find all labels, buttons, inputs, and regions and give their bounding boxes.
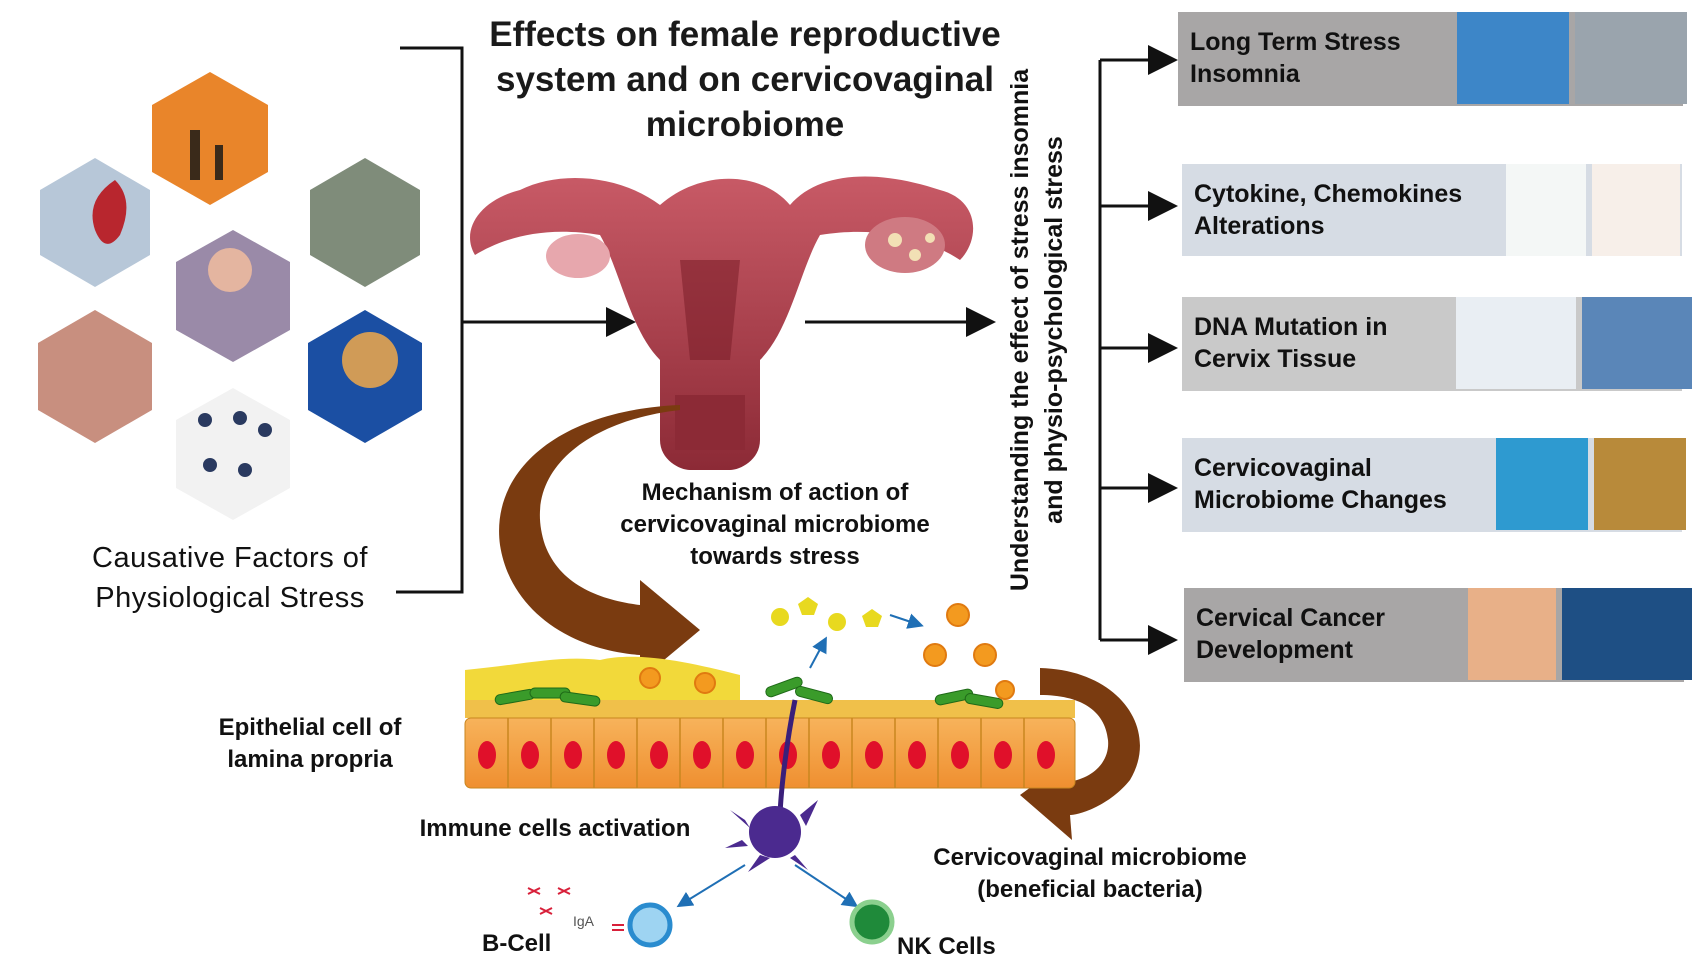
sleepless-woman-image <box>1457 12 1569 104</box>
hex-anxious-people <box>176 388 290 520</box>
hex-flood <box>310 158 420 287</box>
effect-box-cancer: Cervical Cancer Development <box>1184 588 1692 682</box>
signal-arrow-right <box>889 613 924 629</box>
effect-label: Cervicovaginal Microbiome Changes <box>1194 454 1447 514</box>
effect-label: DNA Mutation in Cervix Tissue <box>1194 313 1388 373</box>
signal-molecules <box>771 597 882 631</box>
cytokine-network-image <box>1506 164 1586 256</box>
dna-damage-image <box>1582 297 1692 389</box>
effect-box-microbiome: Cervicovaginal Microbiome Changes <box>1182 438 1686 532</box>
cytokines <box>639 603 1015 700</box>
cervix-anatomy-image <box>1468 588 1556 680</box>
signal-arrow-up <box>809 636 827 669</box>
arrow-to-nkcell <box>794 864 859 908</box>
effect-label: Cervical Cancer Development <box>1196 604 1386 664</box>
stress-factors-collage <box>38 72 422 520</box>
iga-antibodies <box>527 887 624 931</box>
nkcell-label: NK Cells <box>897 933 996 960</box>
bcell-label: B-Cell <box>482 930 552 957</box>
cervical-cancer-image <box>1562 588 1692 680</box>
epithelial-label: Epithelial cell of lamina propria <box>218 714 402 773</box>
bacteria-cluster <box>494 676 1004 709</box>
curved-arrow-mechanism <box>499 405 700 680</box>
bacteria-blue-image <box>1496 438 1588 530</box>
cell-signaling-image <box>1592 164 1680 256</box>
effect-box-cytokine: Cytokine, Chemokines Alterations <box>1182 164 1682 256</box>
arrow-to-bcell <box>676 864 746 908</box>
effect-box-insomnia: Long Term Stress Insomnia <box>1178 12 1687 106</box>
uterus-illustration <box>470 176 974 471</box>
effect-box-dna: DNA Mutation in Cervix Tissue <box>1182 297 1692 391</box>
nk-cell <box>849 899 895 945</box>
mechanism-label: Mechanism of action of cervicovaginal mi… <box>620 479 930 570</box>
hex-skin-condition <box>38 310 152 443</box>
causes-bracket <box>396 46 464 594</box>
hex-stressed-businessman <box>176 230 290 362</box>
curved-arrow-microbiome <box>1020 668 1140 840</box>
vertical-understanding-label: Understanding the effect of stress insom… <box>1006 68 1068 592</box>
hex-industrial-pollution <box>152 72 268 205</box>
dendritic-cell <box>725 800 818 872</box>
distressed-woman-image <box>1575 12 1687 104</box>
bacteria-gold-image <box>1594 438 1686 530</box>
diagram-title: Effects on female reproductive system an… <box>489 15 1001 144</box>
microbiome-label: Cervicovaginal microbiome (beneficial ba… <box>933 844 1247 903</box>
iga-label: IgA <box>573 913 595 929</box>
effect-label: Long Term Stress Insomnia <box>1190 28 1401 88</box>
effect-label: Cytokine, Chemokines Alterations <box>1194 180 1463 240</box>
immune-activation-label: Immune cells activation <box>419 815 691 842</box>
causative-factors-label: Causative Factors of Physiological Stres… <box>92 542 368 614</box>
epithelium-layer <box>464 656 1076 789</box>
dna-helix-image <box>1456 297 1576 389</box>
b-cell <box>627 902 673 948</box>
